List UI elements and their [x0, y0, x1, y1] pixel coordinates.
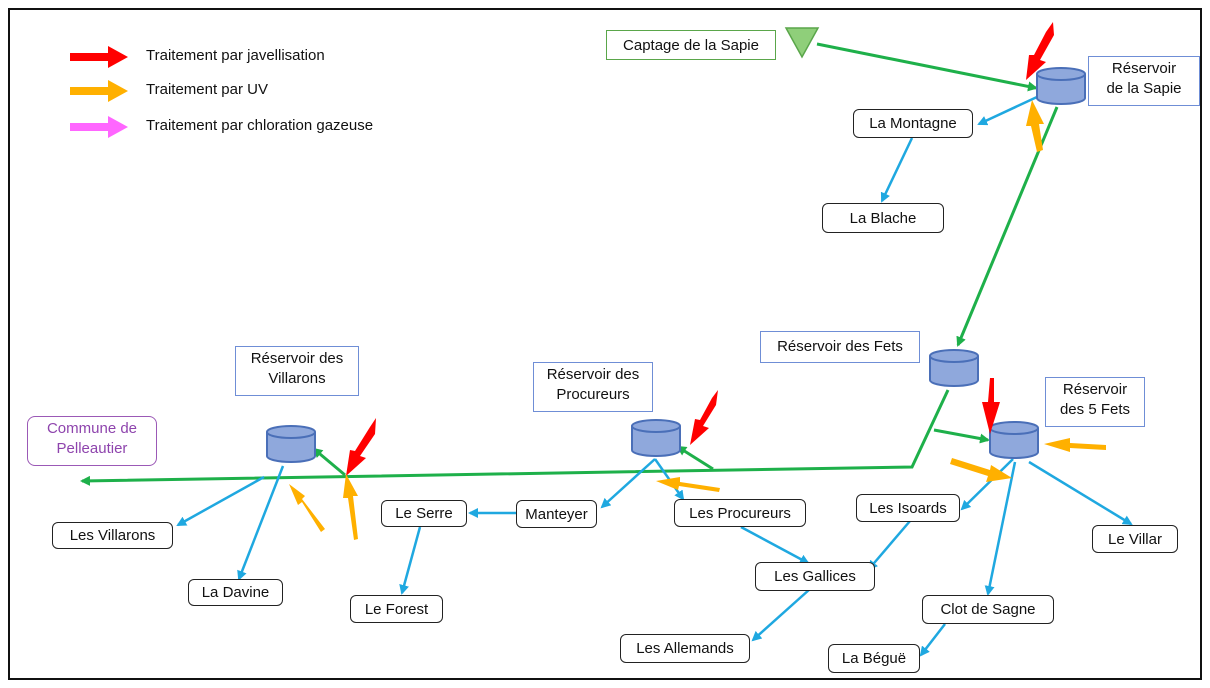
node-clot-de-sagne: Clot de Sagne: [922, 595, 1054, 624]
node-la-blache: La Blache: [822, 203, 944, 233]
node-manteyer: Manteyer: [516, 500, 597, 528]
node-le-serre: Le Serre: [381, 500, 467, 527]
node-le-forest: Le Forest: [350, 595, 443, 623]
diagram-frame: [8, 8, 1202, 680]
node-les-allemands: Les Allemands: [620, 634, 750, 663]
legend-arrows: [70, 46, 128, 138]
javellisation-arrows: [346, 22, 1054, 476]
reservoir-sapie-icon: [1036, 67, 1086, 105]
reservoir-procureurs-icon: [631, 419, 681, 457]
node-la-davine: La Davine: [188, 579, 283, 606]
legend-arrow-chloration: [70, 116, 128, 138]
node-la-montagne: La Montagne: [853, 109, 973, 138]
captage-triangle-icon: [784, 27, 820, 59]
reservoir-fets-icon: [929, 349, 979, 387]
uv-arrows: [289, 100, 1106, 540]
legend-arrow-uv: [70, 80, 128, 102]
node-le-villar: Le Villar: [1092, 525, 1178, 553]
captage-sapie-label: Captage de la Sapie: [606, 30, 776, 60]
legend-label-uv: Traitement par UV: [146, 81, 268, 98]
reservoir-villarons-icon: [266, 425, 316, 463]
legend-arrow-javellisation: [70, 46, 128, 68]
reservoir-fets-label: Réservoir des Fets: [760, 331, 920, 363]
node-les-isoards: Les Isoards: [856, 494, 960, 522]
legend-label-chloration: Traitement par chloration gazeuse: [146, 117, 374, 134]
legend-label-javellisation: Traitement par javellisation: [146, 47, 325, 64]
reservoir-5-fets-icon: [989, 421, 1039, 459]
distribution-pipes: [176, 95, 1133, 657]
node-les-procureurs: Les Procureurs: [674, 499, 806, 527]
node-les-villarons: Les Villarons: [52, 522, 173, 549]
node-les-gallices: Les Gallices: [755, 562, 875, 591]
node-la-begue: La Béguë: [828, 644, 920, 673]
